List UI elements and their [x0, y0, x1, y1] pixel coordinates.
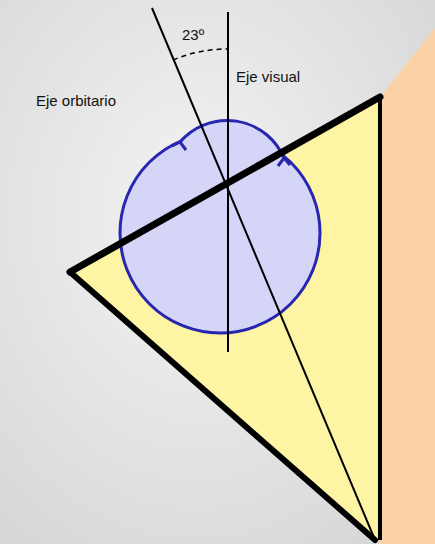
orbit-triangle	[70, 97, 380, 540]
cornea-edge	[278, 158, 290, 166]
axis-label: Eje orbitario	[36, 92, 116, 110]
angle-arc	[173, 49, 228, 60]
face-region	[380, 28, 435, 544]
axis-label: Eje visual	[236, 68, 300, 86]
orbital-axis	[152, 8, 375, 540]
angle-value: 23º	[182, 26, 204, 44]
orbit-wall	[378, 97, 382, 540]
eyeball	[120, 133, 320, 333]
cornea	[180, 120, 284, 158]
visual-axis	[227, 12, 229, 352]
cornea-edge	[172, 142, 186, 150]
orbit-wall	[70, 272, 375, 540]
